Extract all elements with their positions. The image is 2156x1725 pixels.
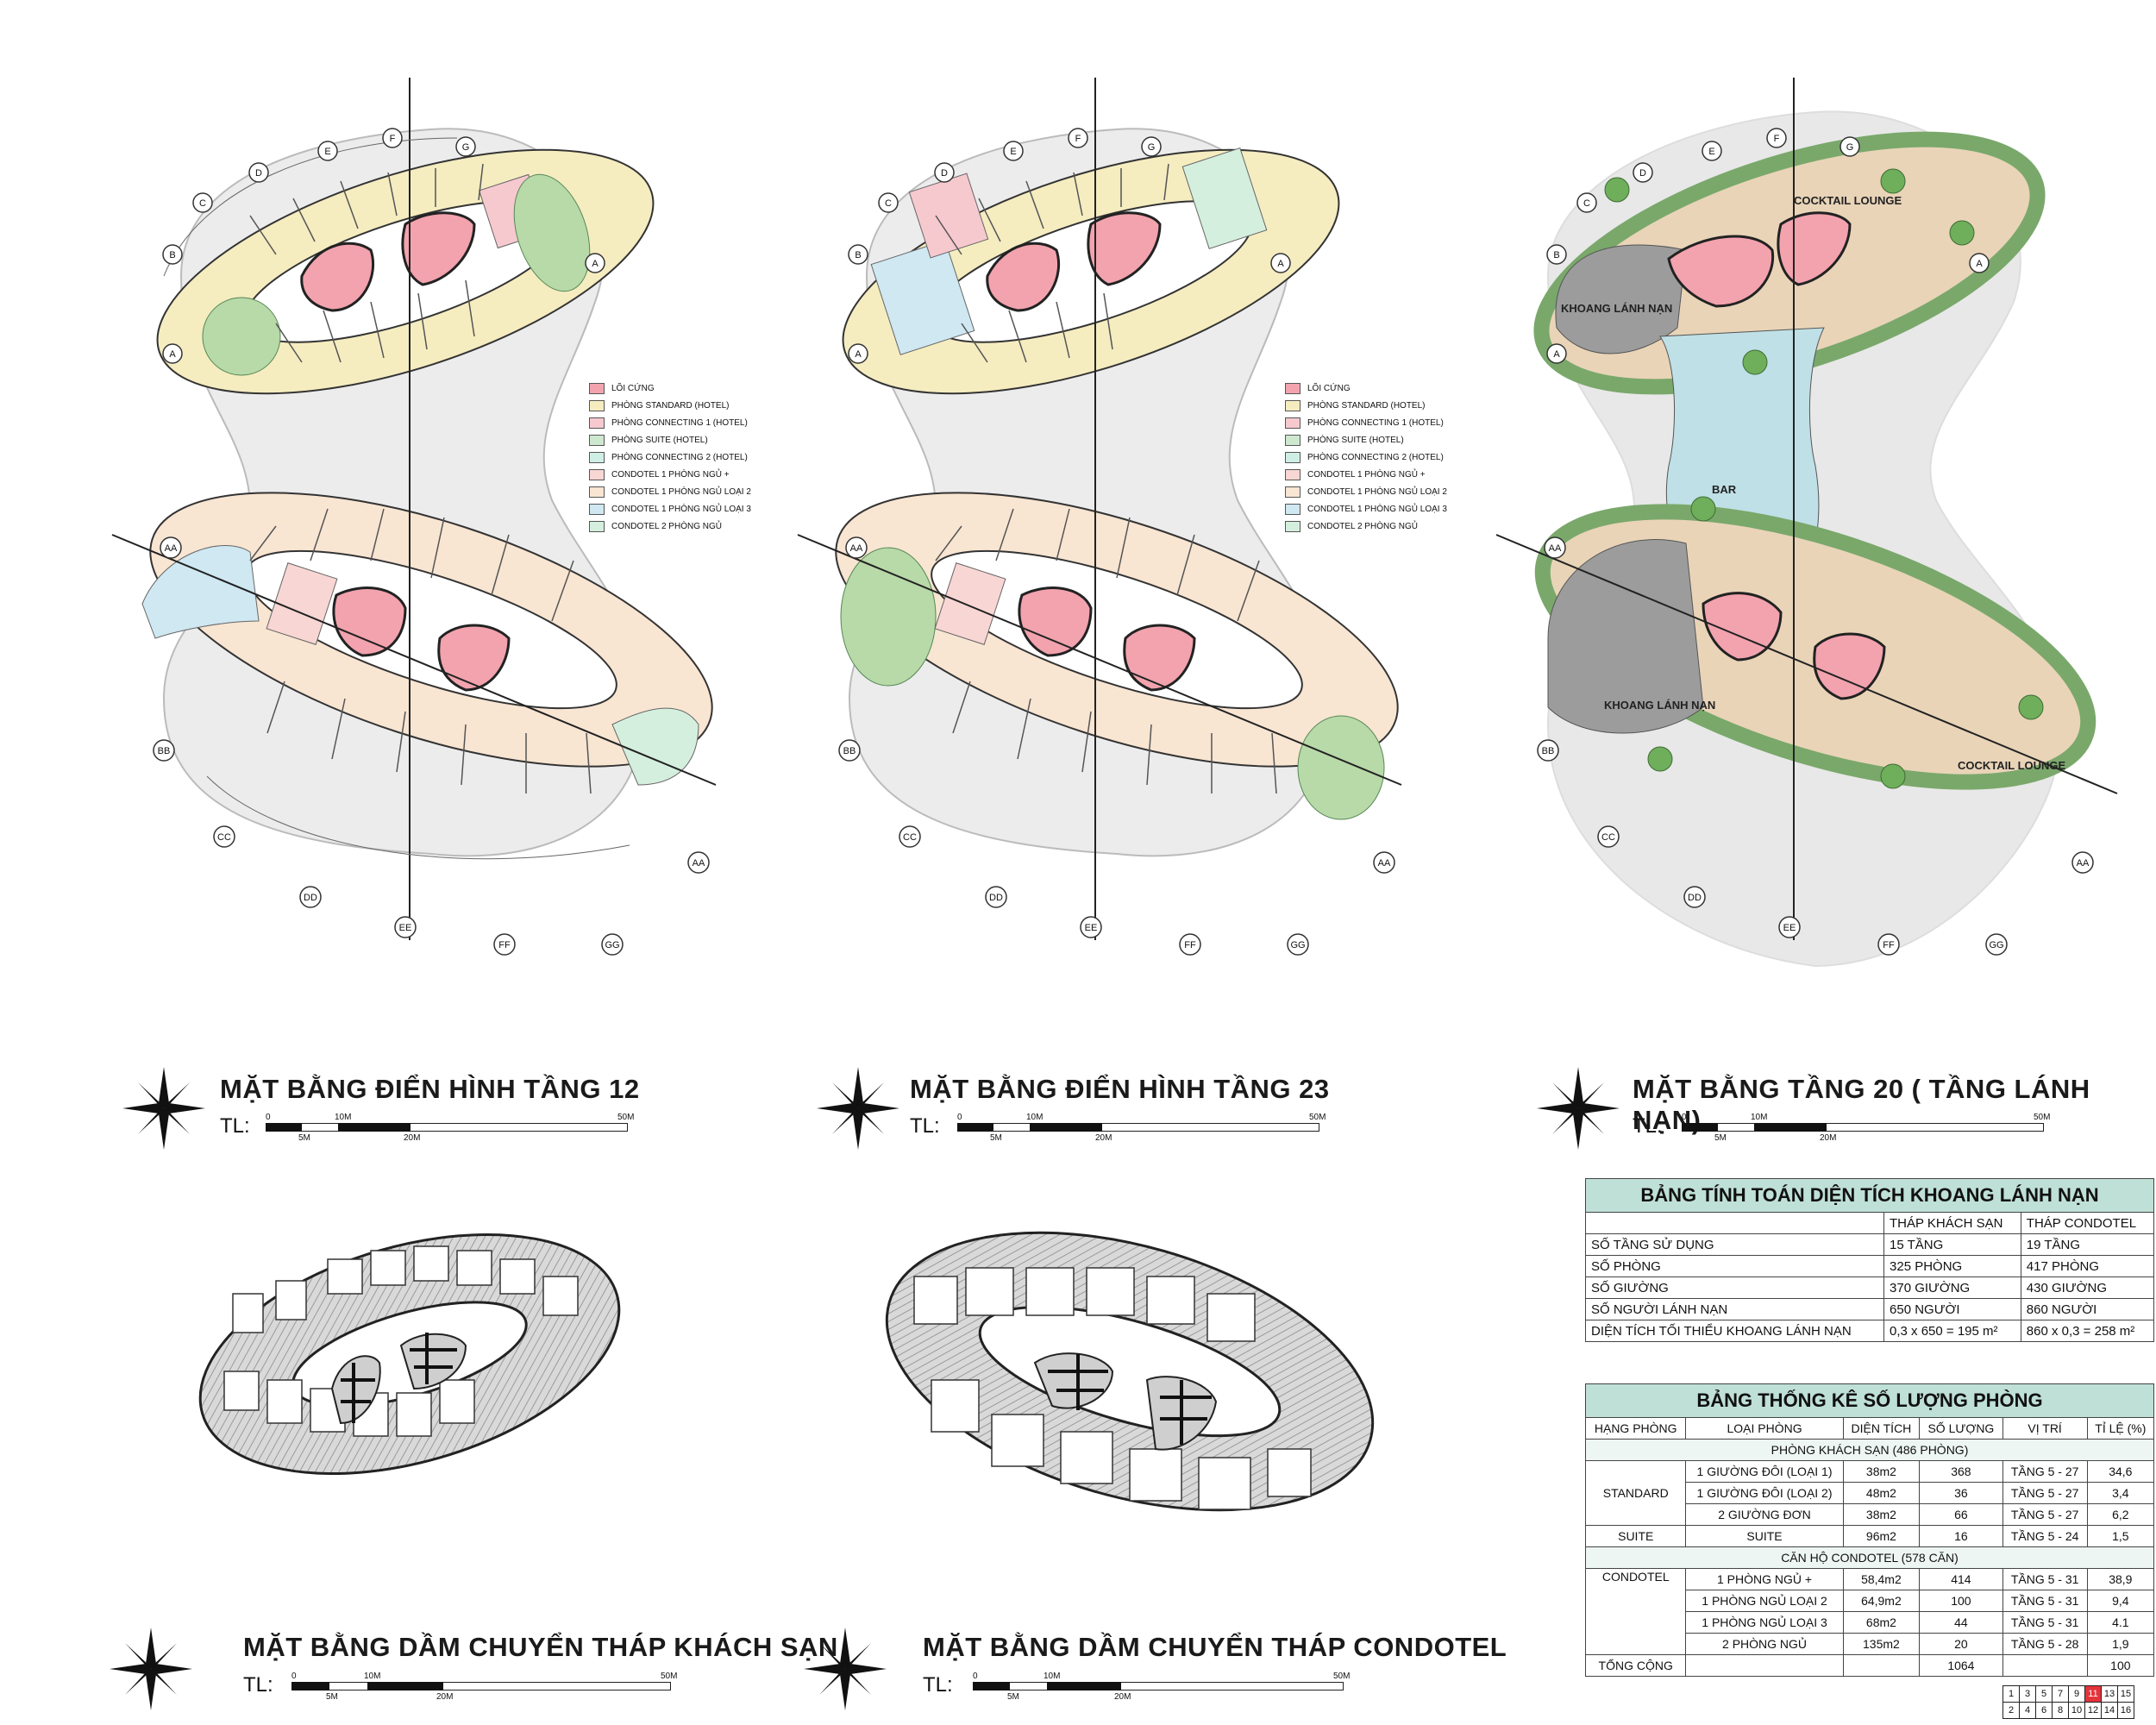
svg-text:D: D: [1639, 168, 1646, 179]
svg-text:F: F: [1774, 134, 1780, 144]
plan-floor-23: A B C D E F G A AA BB CC DD EE FF GG AA: [797, 78, 1402, 956]
svg-text:A: A: [1277, 259, 1284, 269]
svg-text:FF: FF: [1184, 940, 1196, 950]
beam-plan-hotel: [198, 1233, 621, 1476]
svg-text:D: D: [941, 168, 948, 179]
svg-text:F: F: [390, 134, 396, 144]
svg-text:AA: AA: [1549, 543, 1562, 554]
scale-prefix: TL:: [910, 1114, 940, 1138]
svg-text:E: E: [1010, 147, 1016, 157]
lounge-label: COCKTAIL LOUNGE: [1958, 759, 2066, 772]
beam-plan-condotel: [885, 1231, 1375, 1512]
refuge-area-table: BẢNG TÍNH TOÁN DIỆN TÍCH KHOANG LÁNH NẠN…: [1584, 1178, 2155, 1342]
svg-text:AA: AA: [2077, 858, 2090, 869]
svg-text:D: D: [255, 168, 262, 179]
svg-text:BB: BB: [843, 746, 856, 756]
svg-text:A: A: [1553, 349, 1560, 360]
scale-prefix: TL:: [243, 1673, 273, 1697]
svg-text:DD: DD: [1688, 893, 1702, 903]
svg-text:C: C: [885, 198, 892, 209]
legend-floor-12: LÕI CỨNG PHÒNG STANDARD (HOTEL) PHÒNG CO…: [589, 380, 751, 535]
svg-text:A: A: [169, 349, 176, 360]
svg-text:EE: EE: [1783, 923, 1796, 933]
svg-text:G: G: [462, 142, 470, 153]
plan-title: MẶT BẰNG ĐIỂN HÌNH TẦNG 12: [220, 1074, 640, 1104]
svg-text:CC: CC: [1601, 832, 1615, 843]
plan-floor-12: A B C D E F G A AA BB CC DD EE FF GG AA: [111, 78, 717, 956]
svg-text:C: C: [199, 198, 206, 209]
svg-text:FF: FF: [1883, 940, 1895, 950]
refuge-zone-label: KHOANG LÁNH NẠN: [1604, 699, 1716, 712]
plan-floor-20: A B C D E F G A AA BB CC DD EE FF GG AA: [1495, 78, 2118, 968]
svg-text:BB: BB: [158, 746, 171, 756]
svg-text:EE: EE: [1085, 923, 1098, 933]
svg-text:AA: AA: [165, 543, 178, 554]
svg-text:B: B: [169, 250, 175, 260]
svg-text:C: C: [1583, 198, 1590, 209]
plan-title: MẶT BẰNG ĐIỂN HÌNH TẦNG 23: [910, 1074, 1330, 1104]
svg-text:GG: GG: [605, 940, 619, 950]
scale-prefix: TL:: [220, 1114, 250, 1138]
lounge-label: COCKTAIL LOUNGE: [1794, 194, 1902, 207]
svg-text:G: G: [1846, 142, 1854, 153]
scale-prefix: TL:: [1633, 1114, 1663, 1138]
svg-text:CC: CC: [217, 832, 231, 843]
svg-text:A: A: [1976, 259, 1983, 269]
svg-text:AA: AA: [850, 543, 863, 554]
svg-text:CC: CC: [903, 832, 917, 843]
table-title: BẢNG TÍNH TOÁN DIỆN TÍCH KHOANG LÁNH NẠN: [1585, 1178, 2154, 1213]
svg-text:A: A: [592, 259, 599, 269]
legend-floor-23: LÕI CỨNG PHÒNG STANDARD (HOTEL) PHÒNG CO…: [1285, 380, 1447, 535]
plan-title: MẶT BẰNG DẦM CHUYỂN THÁP CONDOTEL: [923, 1632, 1507, 1662]
table-title: BẢNG THỐNG KÊ SỐ LƯỢNG PHÒNG: [1585, 1383, 2154, 1418]
svg-text:G: G: [1148, 142, 1156, 153]
svg-text:DD: DD: [989, 893, 1003, 903]
svg-text:FF: FF: [498, 940, 511, 950]
svg-text:EE: EE: [399, 923, 412, 933]
svg-text:GG: GG: [1989, 940, 2003, 950]
svg-text:GG: GG: [1290, 940, 1305, 950]
svg-text:A: A: [855, 349, 862, 360]
north-arrow-icon: [110, 1067, 1620, 1710]
svg-text:E: E: [324, 147, 330, 157]
svg-text:B: B: [855, 250, 861, 260]
plan-title: MẶT BẰNG DẦM CHUYỂN THÁP KHÁCH SẠN: [243, 1632, 838, 1662]
svg-text:BB: BB: [1542, 746, 1555, 756]
bar-label: BAR: [1712, 483, 1737, 496]
scale-prefix: TL:: [923, 1673, 953, 1697]
refuge-zone-label: KHOANG LÁNH NẠN: [1561, 302, 1673, 315]
svg-text:AA: AA: [693, 858, 705, 869]
svg-text:AA: AA: [1378, 858, 1391, 869]
svg-text:E: E: [1708, 147, 1714, 157]
plan-title: MẶT BẰNG TẦNG 20 ( TẦNG LÁNH NẠN): [1633, 1074, 2090, 1135]
svg-text:B: B: [1553, 250, 1559, 260]
svg-text:F: F: [1075, 134, 1081, 144]
svg-text:DD: DD: [304, 893, 317, 903]
